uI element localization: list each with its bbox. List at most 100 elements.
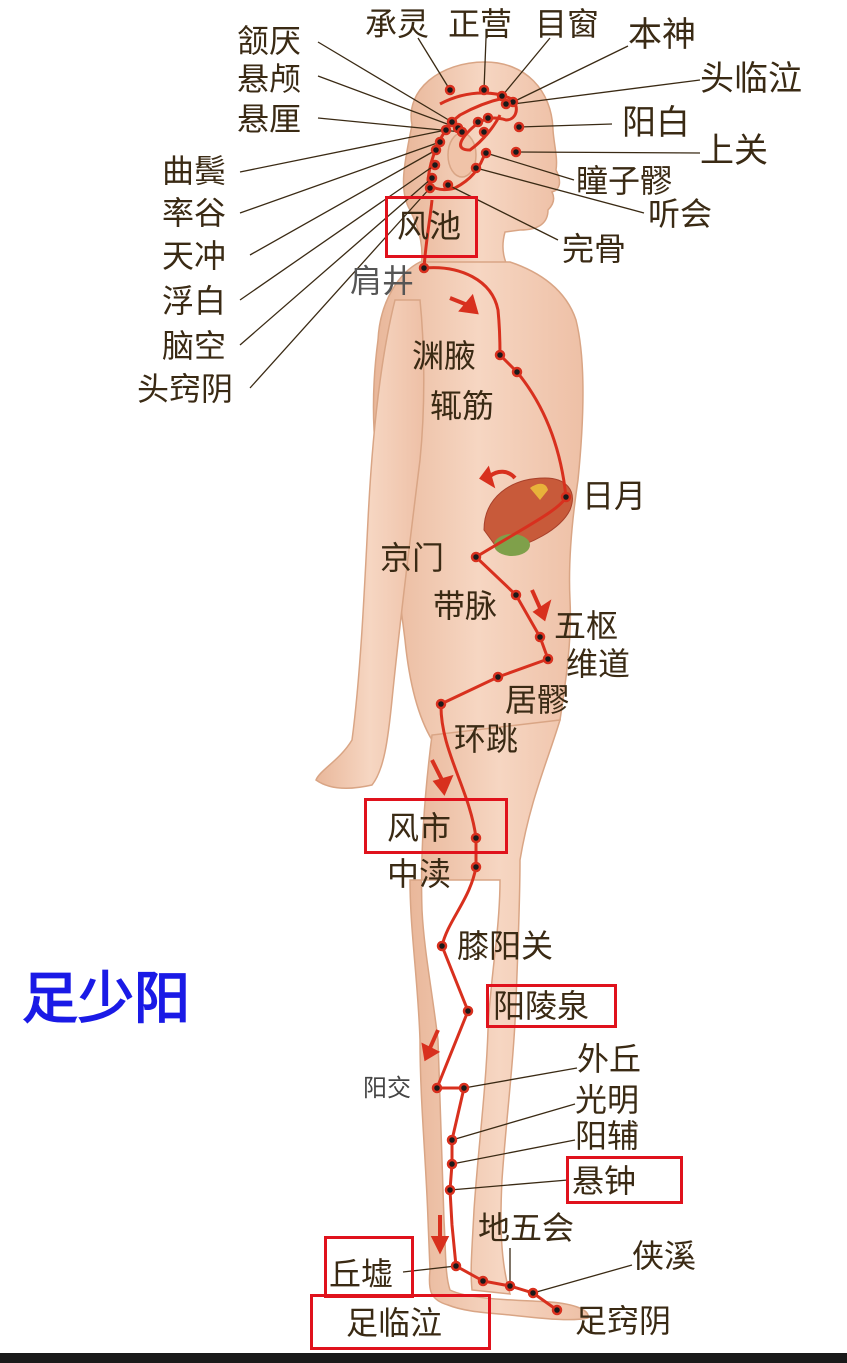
point-dot-wangu xyxy=(442,179,454,191)
highlight-box-xuanzhong xyxy=(566,1156,683,1204)
point-dot-riyue xyxy=(560,491,572,503)
point-dot-zuqiaoyin xyxy=(551,1304,563,1316)
point-dot-extra-1 xyxy=(482,112,494,124)
point-dot-naokong xyxy=(426,172,438,184)
label-wushu: 五枢 xyxy=(554,607,619,645)
point-dot-huantiao xyxy=(435,698,447,710)
label-xuanzhong: 悬钟 xyxy=(572,1162,637,1200)
point-dot-touqiaoyin xyxy=(424,182,436,194)
point-dot-tianchong xyxy=(430,144,442,156)
label-hanyan: 颔厌 xyxy=(237,22,302,60)
point-dot-juliao xyxy=(492,671,504,683)
point-dot-waiqiu xyxy=(458,1082,470,1094)
label-xuanli: 悬厘 xyxy=(237,100,302,138)
bottom-bar xyxy=(0,1353,847,1363)
liver-illustration xyxy=(483,477,573,556)
label-daimai: 带脉 xyxy=(433,587,498,625)
label-qubin: 曲鬓 xyxy=(162,152,227,190)
label-diwuhui: 地五会 xyxy=(478,1209,575,1247)
label-fengshi: 风市 xyxy=(387,809,452,847)
flow-arrows xyxy=(421,293,552,1255)
label-tongziliao: 瞳子髎 xyxy=(576,162,673,200)
label-guangming: 光明 xyxy=(575,1081,640,1119)
highlight-box-fengchi xyxy=(385,196,478,258)
point-dot-qubin xyxy=(440,124,452,136)
label-zhongdu: 中渎 xyxy=(387,855,452,893)
label-yangfu: 阳辅 xyxy=(575,1117,640,1155)
label-xuanlu: 悬颅 xyxy=(237,60,302,98)
point-dot-muchuang xyxy=(496,90,508,102)
highlight-box-yanglingquan xyxy=(486,984,617,1028)
point-dot-weidao xyxy=(542,653,554,665)
label-juliao: 居髎 xyxy=(505,681,570,719)
label-zhejin: 辄筋 xyxy=(430,387,495,425)
point-dot-shangguan xyxy=(510,146,522,158)
point-dot-shuaigu xyxy=(434,136,446,148)
point-dot-fengshi xyxy=(470,832,482,844)
label-zhengying: 正营 xyxy=(448,5,513,43)
point-dot-xiaxi xyxy=(527,1287,539,1299)
point-dot-wushu xyxy=(534,631,546,643)
point-dot-jianjing xyxy=(418,262,430,274)
point-dot-qiuxu xyxy=(450,1260,462,1272)
label-yangjiao: 阳交 xyxy=(363,1074,411,1102)
label-naokong: 脑空 xyxy=(162,327,227,365)
point-dot-diwuhui xyxy=(504,1280,516,1292)
label-huantiao: 环跳 xyxy=(454,720,519,758)
point-dot-yangjiao xyxy=(431,1082,443,1094)
label-jianjing: 肩井 xyxy=(350,262,415,300)
point-dot-extra-2 xyxy=(472,116,484,128)
label-zuqiaoyin: 足窍阴 xyxy=(575,1302,672,1340)
point-dot-yanglingquan xyxy=(462,1005,474,1017)
label-xiyangguan: 膝阳关 xyxy=(457,927,554,965)
point-dot-zhejin xyxy=(511,366,523,378)
point-dot-yangfu xyxy=(446,1158,458,1170)
point-dot-xiyangguan xyxy=(436,940,448,952)
point-dot-tinghui xyxy=(470,162,482,174)
highlight-box-fengshi xyxy=(364,798,508,854)
label-benshen: 本神 xyxy=(628,15,696,55)
label-shangguan: 上关 xyxy=(700,131,768,171)
body-silhouette xyxy=(315,61,589,1321)
point-dot-daimai xyxy=(510,589,522,601)
point-dot-fubai xyxy=(429,159,441,171)
point-dot-guangming xyxy=(446,1134,458,1146)
point-dot-extra-3 xyxy=(478,126,490,138)
point-dot-yangbai xyxy=(513,121,525,133)
label-waiqiu: 外丘 xyxy=(577,1040,642,1078)
point-dot-xuanzhong xyxy=(444,1184,456,1196)
point-dot-toulinqi xyxy=(500,98,512,110)
point-dot-hanyan xyxy=(446,116,458,128)
meridian-title: 足少阳 xyxy=(22,967,190,1032)
label-jingmen: 京门 xyxy=(380,539,445,577)
label-tinghui: 听会 xyxy=(648,195,713,233)
point-dot-xuanli xyxy=(456,126,468,138)
label-tianchong: 天冲 xyxy=(162,237,227,275)
point-dot-chengling xyxy=(444,84,456,96)
label-xiaxi: 侠溪 xyxy=(632,1237,697,1275)
point-dot-jingmen xyxy=(470,551,482,563)
point-dot-zhongdu xyxy=(470,861,482,873)
label-riyue: 日月 xyxy=(582,477,647,515)
label-toulinqi: 头临泣 xyxy=(700,59,802,99)
label-chengling: 承灵 xyxy=(365,5,430,43)
label-touqiaoyin: 头窍阴 xyxy=(137,370,234,408)
label-shuaigu: 率谷 xyxy=(162,194,227,232)
point-dot-zulinqi xyxy=(477,1275,489,1287)
acupoint-dots xyxy=(418,84,572,1316)
label-qiuxu: 丘墟 xyxy=(329,1255,394,1293)
label-weidao: 维道 xyxy=(566,645,631,683)
leader-lines xyxy=(239,37,701,1294)
label-yuanye: 渊腋 xyxy=(412,337,477,375)
label-fubai: 浮白 xyxy=(162,282,227,320)
point-dot-zhengying xyxy=(478,84,490,96)
label-zulinqi: 足临泣 xyxy=(346,1304,443,1342)
label-yangbai: 阳白 xyxy=(622,103,690,143)
point-dot-tongziliao xyxy=(480,147,492,159)
label-muchuang: 目窗 xyxy=(535,5,600,43)
highlight-box-zulinqi xyxy=(310,1294,491,1350)
point-dot-yuanye xyxy=(494,349,506,361)
label-wangu: 完骨 xyxy=(562,230,627,268)
